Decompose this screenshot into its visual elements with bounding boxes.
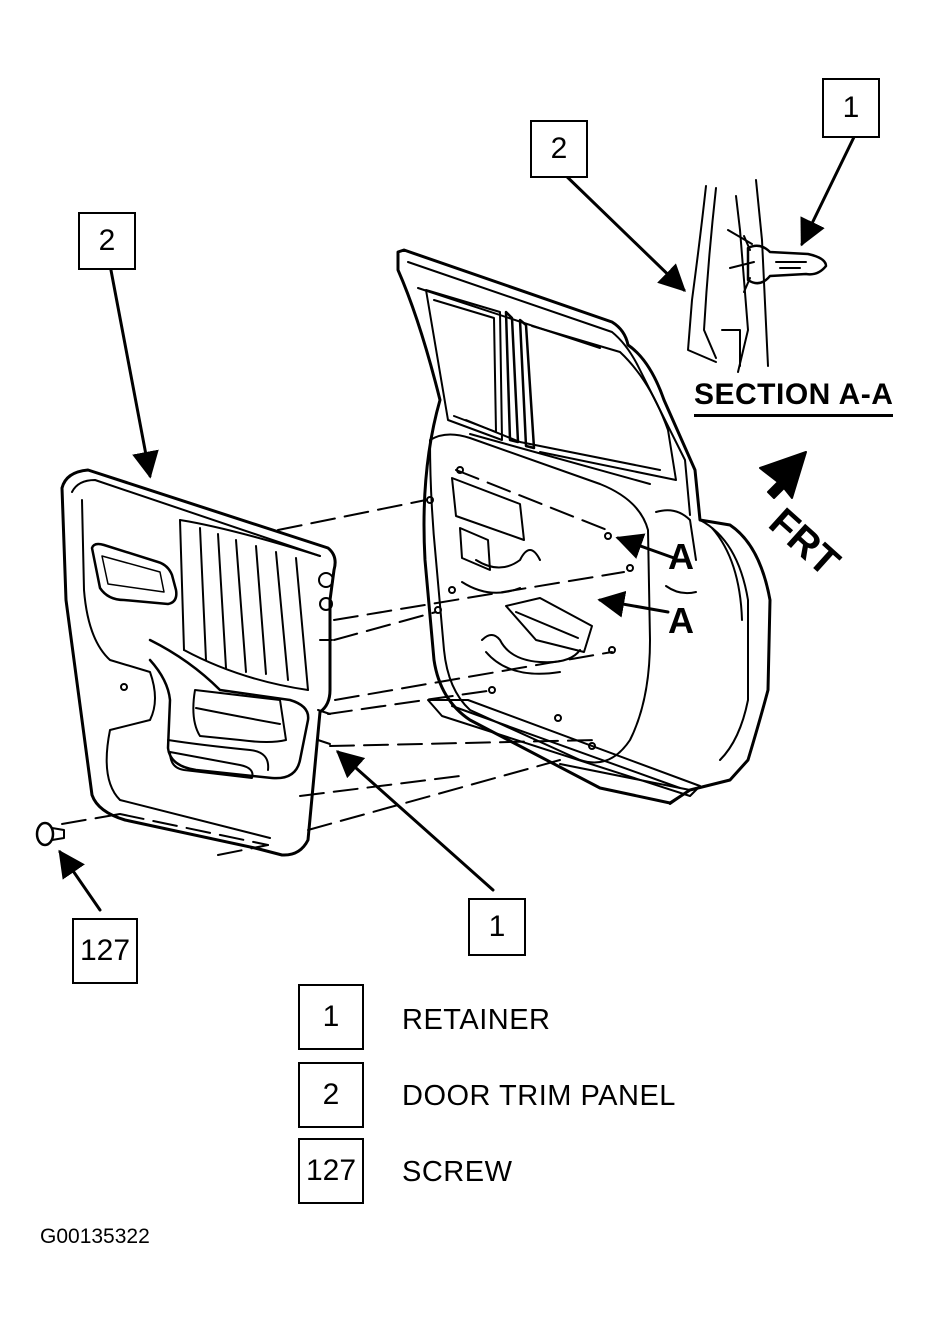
figure-id: G00135322 <box>40 1225 150 1248</box>
callout-retainer-bottom: 1 <box>468 898 526 956</box>
alignment-lines <box>61 469 625 856</box>
legend-number-door-trim-panel: 2 <box>298 1062 364 1128</box>
section-a-a-drawing <box>687 179 828 373</box>
section-marker-lower: A <box>668 600 694 641</box>
callout-screw: 127 <box>72 918 138 984</box>
callout-door-trim-panel-left: 2 <box>78 212 136 270</box>
section-a-a-title: SECTION A-A <box>694 378 894 417</box>
screw-icon <box>35 821 65 847</box>
callout-retainer-top: 1 <box>822 78 880 138</box>
legend-number-retainer: 1 <box>298 984 364 1050</box>
thick-arrow-icon <box>759 451 807 499</box>
legend-label-retainer: RETAINER <box>402 1004 551 1036</box>
door-frame-drawing <box>396 248 772 805</box>
legend-number-screw: 127 <box>298 1138 364 1204</box>
section-marker-upper: A <box>668 536 694 577</box>
legend-label-door-trim-panel: DOOR TRIM PANEL <box>402 1080 676 1112</box>
leader-arrows <box>58 133 857 912</box>
legend-label-screw: SCREW <box>402 1156 513 1188</box>
door-trim-panel-drawing <box>60 468 337 857</box>
callout-door-trim-panel-top: 2 <box>530 120 588 178</box>
